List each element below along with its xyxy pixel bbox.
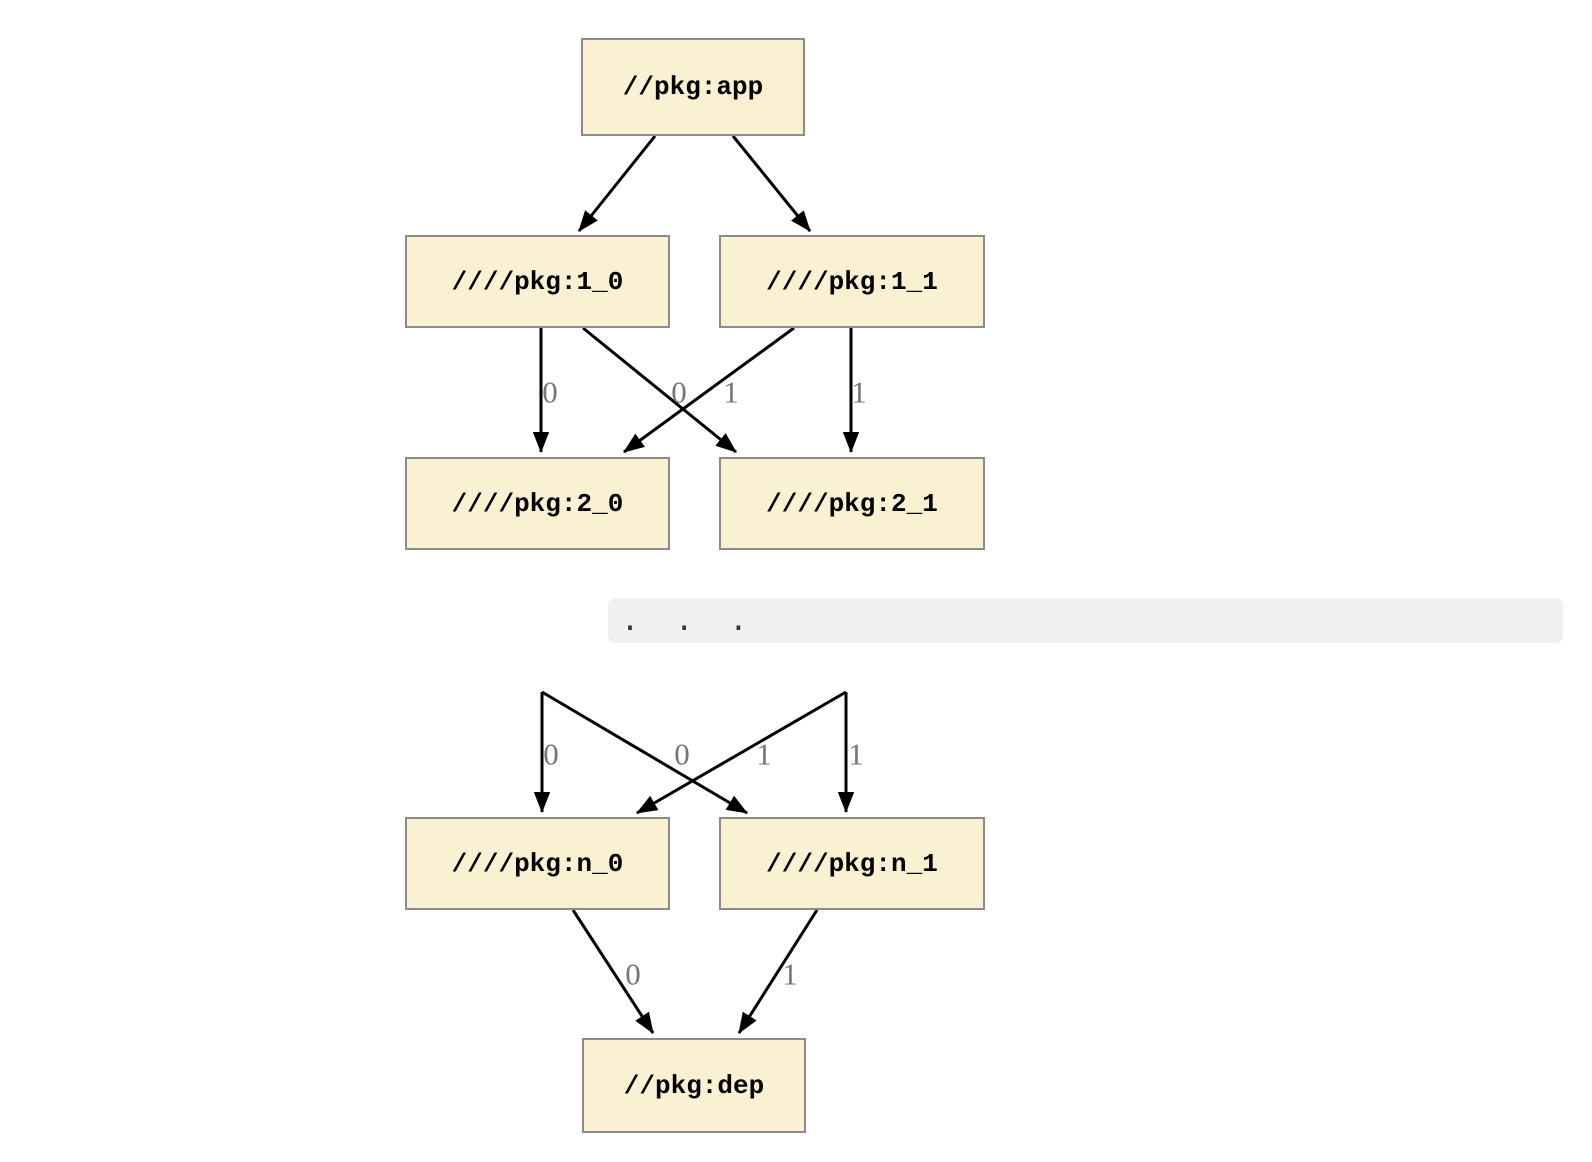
edge-label-1-0-to-2-0: 0 (542, 374, 558, 410)
node-pkg-2-0: ////pkg:2_0 (405, 457, 670, 550)
node-pkg-2-1: ////pkg:2_1 (719, 457, 985, 550)
node-pkg-app: //pkg:app (581, 38, 805, 136)
node-pkg-dep: //pkg:dep (582, 1038, 806, 1133)
edge-label-1-0-to-2-1: 1 (723, 374, 739, 410)
ellipsis-text: . . . (621, 603, 748, 638)
ellipsis-code-block: . . . (608, 598, 1563, 643)
edge-label-1-1-to-2-1: 1 (851, 374, 867, 410)
edge-label-into-n-0-cross: 0 (674, 736, 690, 772)
edge-label-1-1-to-2-0: 0 (671, 374, 687, 410)
edge-label-into-n-1-cross: 1 (756, 736, 772, 772)
node-pkg-n-1: ////pkg:n_1 (719, 817, 985, 910)
node-pkg-n-0: ////pkg:n_0 (405, 817, 670, 910)
edge-label-into-n-1-right: 1 (848, 736, 864, 772)
node-pkg-1-1: ////pkg:1_1 (719, 235, 985, 328)
node-pkg-1-0: ////pkg:1_0 (405, 235, 670, 328)
edge-label-into-n-0-left: 0 (543, 736, 559, 772)
edge-label-n-0-to-dep: 0 (625, 956, 641, 992)
edge-label-n-1-to-dep: 1 (782, 956, 798, 992)
